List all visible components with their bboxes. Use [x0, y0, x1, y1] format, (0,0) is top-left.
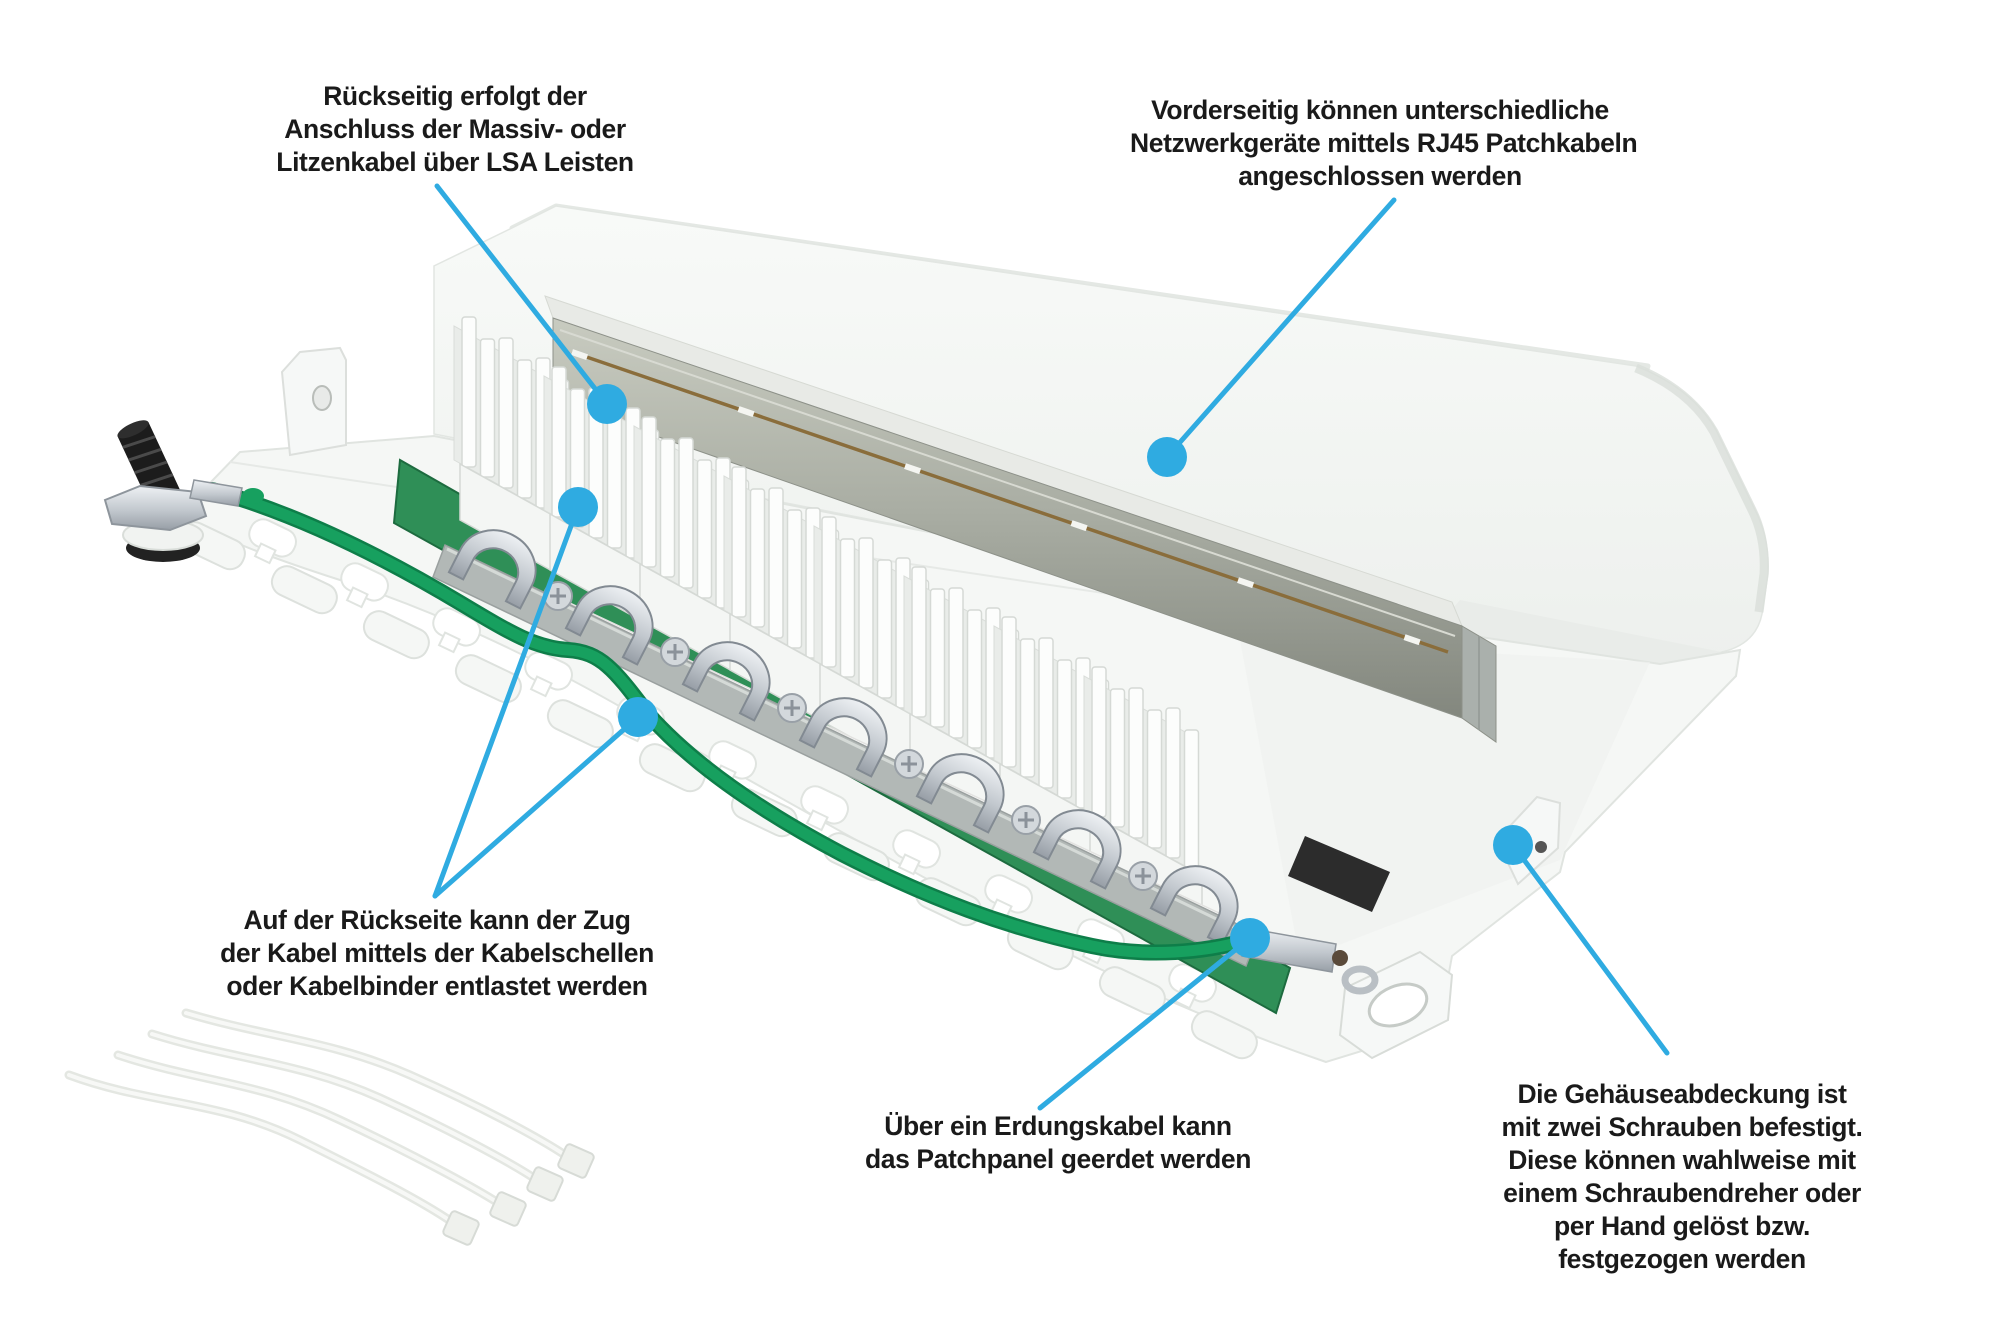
callout-dot-clamp — [558, 487, 598, 527]
annotation-line: Anschluss der Massiv- oder — [284, 114, 626, 144]
callout-dot-rj45 — [1147, 437, 1187, 477]
annotation-line: das Patchpanel geerdet werden — [864, 1144, 1252, 1174]
rj45-shielded-rail — [544, 295, 1497, 743]
cable-tie — [181, 1008, 595, 1179]
housing-cover — [433, 203, 1769, 667]
grounding-cable — [189, 479, 1379, 995]
cable-tie — [113, 1050, 527, 1227]
cable-tie — [64, 1070, 480, 1246]
callout-dot-edge — [618, 697, 658, 737]
annotation-line: Netzwerkgeräte mittels RJ45 Patchkabeln — [1130, 128, 1638, 158]
annotation-line: Litzenkabel über LSA Leisten — [276, 147, 634, 177]
annotation-line: einem Schraubendreher oder — [1503, 1178, 1861, 1208]
callout-line-rj45 — [1164, 197, 1397, 460]
din-foot — [1288, 836, 1390, 912]
callout-line-strain-a — [432, 504, 581, 899]
annotation-cover-screws: Die Gehäuseabdeckung ist mit zwei Schrau… — [1482, 1078, 1882, 1276]
annotation-line: angeschlossen werden — [1238, 161, 1522, 191]
callout-dot-cover-screw — [1493, 825, 1533, 865]
callout-line-lsa — [434, 183, 610, 407]
annotation-line: festgezogen werden — [1558, 1244, 1806, 1274]
annotation-line: per Hand gelöst bzw. — [1553, 1211, 1811, 1241]
annotation-line: Über ein Erdungskabel kann — [884, 1111, 1232, 1141]
grounding-screw — [103, 420, 208, 562]
callout-dot-ground — [1230, 918, 1270, 958]
callout-line-strain-b — [432, 714, 641, 899]
annotation-line: Rückseitig erfolgt der — [323, 81, 587, 111]
annotation-line: Auf der Rückseite kann der Zug — [243, 905, 631, 935]
cable-ties — [64, 1008, 595, 1246]
annotation-line: Die Gehäuseabdeckung ist — [1517, 1079, 1847, 1109]
annotation-grounding: Über ein Erdungskabel kann das Patchpane… — [858, 1110, 1258, 1176]
annotation-strain-relief: Auf der Rückseite kann der Zug der Kabel… — [217, 904, 657, 1003]
callout-line-cover — [1510, 842, 1670, 1056]
annotation-front-rj45: Vorderseitig können unterschiedliche Net… — [1130, 94, 1638, 193]
callout-dots — [558, 384, 1533, 958]
annotation-line: mit zwei Schrauben befestigt. — [1501, 1112, 1863, 1142]
callout-line-ground — [1037, 935, 1253, 1111]
ground-ring-tab — [1338, 950, 1454, 1060]
cable-tie — [147, 1029, 564, 1202]
annotation-line: der Kabel mittels der Kabelschellen — [220, 938, 654, 968]
callout-dot-lsa — [587, 384, 627, 424]
annotation-line: oder Kabelbinder entlastet werden — [226, 971, 648, 1001]
left-mounting-flange — [280, 346, 347, 457]
annotation-line: Diese können wahlweise mit — [1508, 1145, 1856, 1175]
callout-lines — [432, 183, 1670, 1111]
annotation-lsa-back: Rückseitig erfolgt der Anschluss der Mas… — [255, 80, 655, 179]
annotation-line: Vorderseitig können unterschiedliche — [1151, 95, 1609, 125]
